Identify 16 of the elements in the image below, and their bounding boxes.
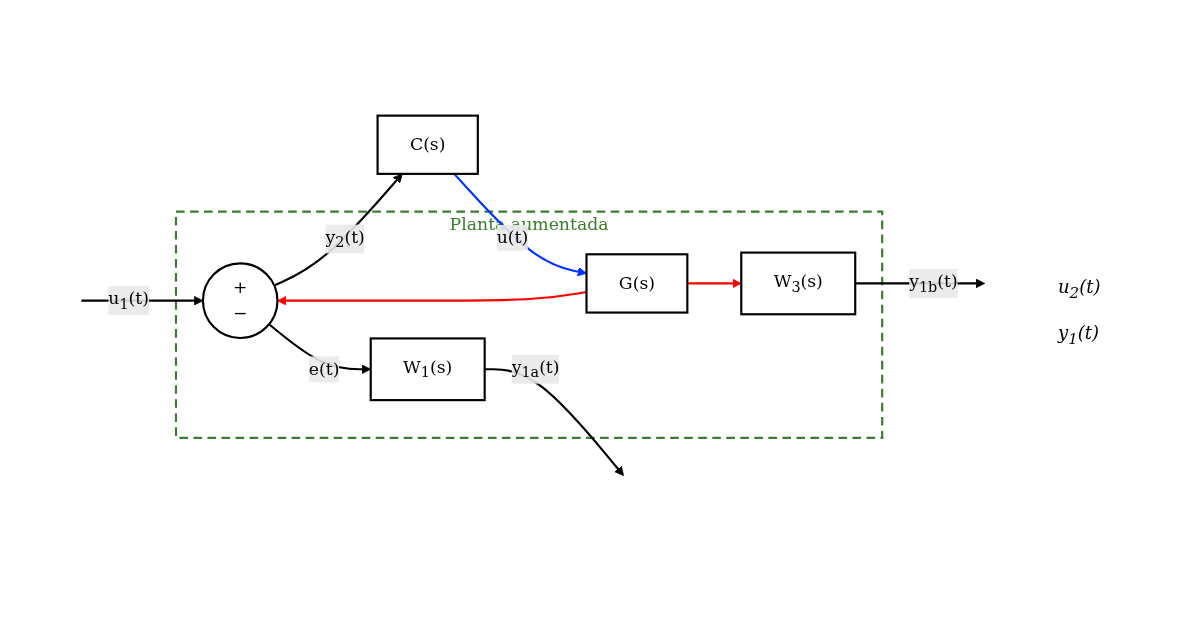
node-box: W$_{3}$(s) xyxy=(740,251,857,316)
edge-label: y$_{1b}$(t) xyxy=(909,270,958,295)
signal-label: u$_{2}$(t) xyxy=(1058,275,1102,302)
edge-label: y$_{2}$(t) xyxy=(325,226,365,251)
node-box: W$_{1}$(s) xyxy=(369,337,486,401)
edge-label: u(t) xyxy=(496,226,529,248)
edge-label: u$_{1}$(t) xyxy=(108,287,149,312)
node-box: G(s) xyxy=(585,252,689,314)
arrow xyxy=(277,290,587,306)
signal-label: y$_{1}$(t) xyxy=(1058,321,1100,348)
edge-label: y$_{1a}$(t) xyxy=(511,356,560,381)
arrow xyxy=(687,278,742,288)
node-circle: + − xyxy=(201,262,279,339)
node-box: C(s) xyxy=(376,114,479,175)
arrow xyxy=(273,173,403,287)
edge-label: e(t) xyxy=(308,358,340,379)
